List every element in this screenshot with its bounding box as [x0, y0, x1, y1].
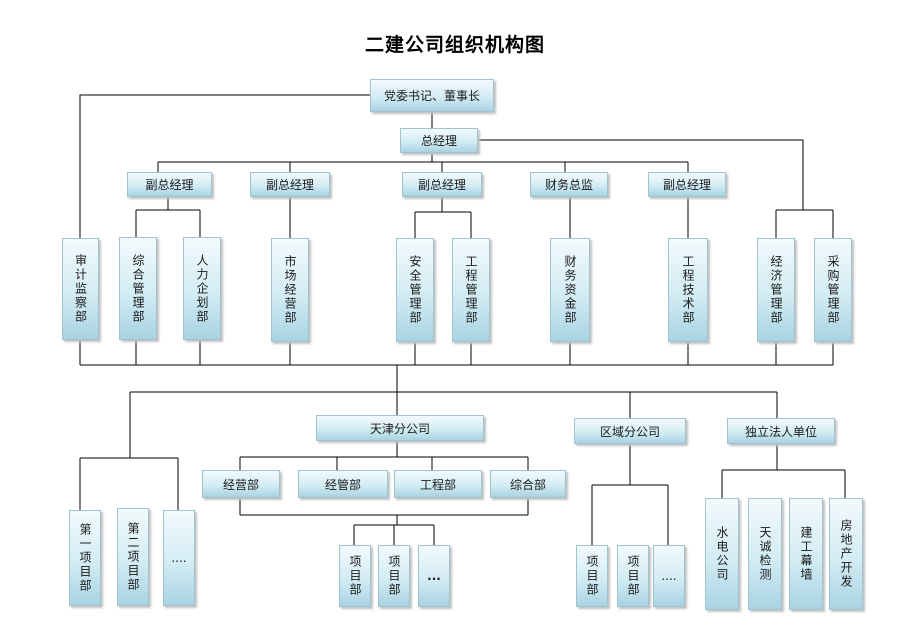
vice-general-manager-box-1: 副总经理: [127, 172, 212, 197]
safety-dept-box: 安全管理部: [396, 238, 434, 342]
engineering-tech-dept-box: 工程技术部: [668, 238, 708, 342]
general-management-dept-box: 综合管理部: [119, 237, 157, 340]
tianjin-project-dept-2-box: 项目部: [378, 545, 410, 607]
regional-project-dept-2-box: 项目部: [617, 545, 649, 607]
vice-general-manager-box-3: 副总经理: [402, 172, 482, 197]
tianjin-branch-box: 天津分公司: [316, 415, 484, 441]
chairman-box: 党委书记、董事长: [370, 79, 494, 112]
vice-general-manager-box-2: 副总经理: [250, 172, 330, 197]
tianjin-project-dept-1-box: 项目部: [339, 545, 371, 607]
regional-project-dept-1-box: 项目部: [576, 545, 608, 607]
marketing-dept-box: 市场经营部: [271, 238, 309, 342]
tianjin-engineering-dept-box: 工程部: [394, 470, 482, 498]
regional-branch-box: 区域分公司: [574, 418, 686, 444]
project-dept-2-box: 第二项目部: [117, 508, 149, 606]
audit-dept-box: 审计监察部: [62, 238, 99, 340]
engineering-management-dept-box: 工程管理部: [452, 238, 490, 342]
hydro-company-box: 水电公司: [705, 498, 739, 610]
finance-dept-box: 财务资金部: [550, 238, 590, 342]
hr-planning-dept-box: 人力企划部: [183, 237, 221, 340]
project-dept-1-box: 第一项目部: [69, 510, 101, 606]
chart-title: 二建公司组织机构图: [364, 34, 545, 56]
tianjin-general-dept-box: 综合部: [490, 470, 566, 498]
tiancheng-inspection-box: 天诚检测: [748, 498, 782, 610]
vice-general-manager-box-4: 副总经理: [648, 172, 726, 197]
curtain-wall-box: 建工幕墙: [789, 498, 823, 610]
cfo-box: 财务总监: [530, 172, 608, 197]
real-estate-development-box: 房地产开发: [829, 498, 863, 610]
economic-management-dept-box: 经济管理部: [757, 238, 795, 342]
independent-entities-box: 独立法人单位: [727, 418, 835, 444]
general-manager-box: 总经理: [400, 128, 478, 153]
tianjin-business-dept-box: 经营部: [202, 470, 280, 498]
tianjin-operations-dept-box: 经管部: [298, 470, 388, 498]
project-dept-more-box: ....: [163, 510, 195, 606]
regional-project-dept-more-box: ....: [653, 545, 685, 607]
procurement-dept-box: 采购管理部: [814, 238, 852, 342]
tianjin-project-dept-more-box: ...: [418, 545, 450, 607]
